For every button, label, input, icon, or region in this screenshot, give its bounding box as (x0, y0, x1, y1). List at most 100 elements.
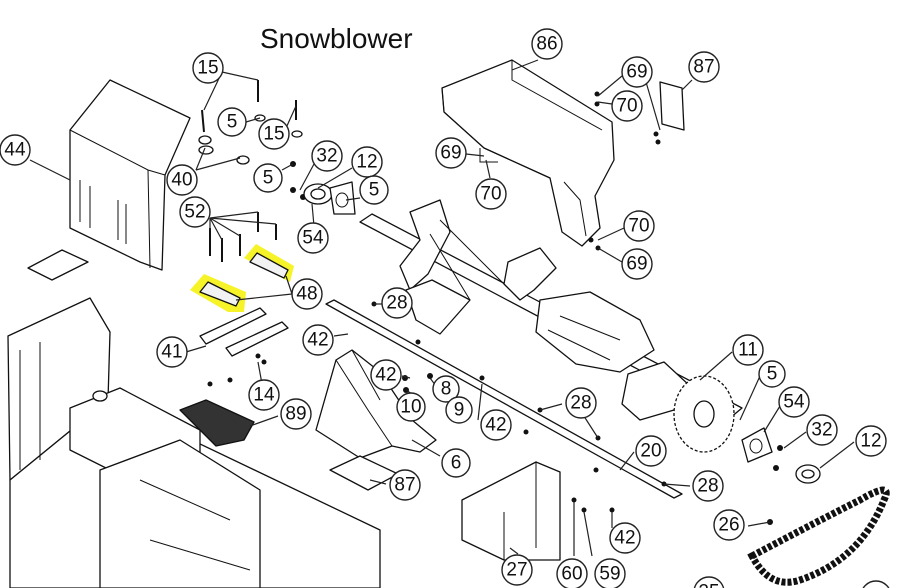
callout-42b[interactable]: 42 (370, 359, 402, 391)
callout-32b[interactable]: 32 (806, 414, 838, 446)
callout-27[interactable]: 27 (501, 554, 533, 586)
part-bracket-6 (315, 349, 437, 459)
part-small-hardware (207, 301, 667, 513)
part-auger-assembly (359, 199, 743, 421)
part-lower-bearing (741, 427, 821, 525)
callout-69a[interactable]: 69 (621, 56, 653, 88)
callout-52[interactable]: 52 (179, 196, 211, 228)
callout-label: 5 (369, 180, 380, 201)
callout-87b[interactable]: 87 (389, 469, 421, 501)
callout-32a[interactable]: 32 (311, 140, 343, 172)
callout-42c[interactable]: 42 (480, 409, 512, 441)
callout-label: 6 (451, 453, 462, 474)
callout-12a[interactable]: 12 (351, 146, 383, 178)
callout-40[interactable]: 40 (166, 164, 198, 196)
part-plate-87-lower (329, 455, 399, 491)
callout-70c[interactable]: 70 (623, 210, 655, 242)
callout-label: 11 (738, 340, 758, 361)
part-cover-panel (69, 79, 191, 271)
callout-11[interactable]: 11 (732, 334, 764, 366)
callout-label: 86 (536, 34, 557, 55)
callout-label: 70 (628, 216, 649, 237)
callout-label: 69 (626, 62, 647, 83)
diagram-title: Snowblower (260, 23, 413, 54)
callout-label: 69 (626, 254, 647, 275)
callout-label: 87 (693, 57, 714, 78)
callout-10[interactable]: 10 (396, 392, 426, 422)
callout-label: 42 (614, 528, 635, 549)
callout-60[interactable]: 60 (556, 558, 588, 588)
part-long-rod (325, 299, 683, 499)
callout-5c[interactable]: 5 (359, 175, 389, 205)
callout-5b[interactable]: 5 (253, 163, 283, 193)
callout-label: 5 (263, 168, 274, 189)
callout-label: 26 (718, 515, 739, 536)
callout-86[interactable]: 86 (531, 28, 563, 60)
part-48-blocks (190, 244, 294, 312)
callout-14[interactable]: 14 (248, 379, 280, 411)
callout-59[interactable]: 59 (594, 558, 626, 588)
callout-44[interactable]: 44 (0, 134, 31, 166)
callout-label: 15 (263, 124, 284, 145)
part-plate-87 (659, 81, 685, 131)
callout-label: 41 (161, 342, 182, 363)
callout-label: 27 (506, 560, 527, 581)
callout-9[interactable]: 9 (445, 396, 473, 424)
callout-12b[interactable]: 12 (855, 425, 887, 457)
part-side-plate-27 (461, 461, 561, 561)
callout-6[interactable]: 6 (441, 448, 471, 478)
callout-label: 28 (386, 293, 407, 314)
callout-25[interactable]: 25 (693, 576, 725, 588)
callout-15a[interactable]: 15 (192, 52, 224, 84)
callout-5a[interactable]: 5 (217, 107, 247, 137)
callout-48[interactable]: 48 (291, 278, 323, 310)
callout-label: 28 (697, 476, 718, 497)
callout-69b[interactable]: 69 (435, 137, 467, 169)
callout-label: 28 (570, 393, 591, 414)
callout-8[interactable]: 8 (432, 375, 460, 403)
callout-label: 14 (253, 385, 275, 406)
callout-15b[interactable]: 15 (258, 118, 290, 150)
callout-label: 59 (599, 564, 620, 585)
callout-54b[interactable]: 54 (778, 386, 810, 418)
part-fastener-column (198, 80, 306, 200)
callout-label: 87 (394, 475, 415, 496)
callout-label: 8 (441, 379, 452, 400)
callout-label: 32 (811, 420, 832, 441)
callout-42a[interactable]: 42 (302, 324, 334, 356)
callout-label: 52 (184, 202, 205, 223)
callout-28b[interactable]: 28 (565, 387, 597, 419)
callout-5d[interactable]: 5 (758, 360, 786, 388)
callout-label: 69 (440, 143, 461, 164)
callout-label: 30 (865, 586, 886, 588)
callout-label: 89 (285, 404, 306, 425)
part-decal (179, 399, 255, 447)
callout-70a[interactable]: 70 (611, 90, 643, 122)
callout-42d[interactable]: 42 (609, 522, 641, 554)
callout-label: 25 (698, 582, 719, 588)
callout-20[interactable]: 20 (635, 435, 667, 467)
callout-label: 60 (561, 564, 582, 585)
callout-87a[interactable]: 87 (688, 51, 720, 83)
callout-30[interactable]: 30 (861, 580, 891, 588)
callout-69c[interactable]: 69 (621, 248, 653, 280)
callout-label: 20 (640, 441, 661, 462)
callout-label: 42 (485, 415, 506, 436)
callout-label: 5 (227, 112, 238, 133)
callout-41[interactable]: 41 (156, 336, 188, 368)
callout-89[interactable]: 89 (280, 398, 312, 430)
callout-label: 54 (783, 392, 805, 413)
part-sprocket (673, 375, 735, 453)
callout-28c[interactable]: 28 (692, 470, 724, 502)
part-floor-plate (27, 249, 89, 281)
callout-54a[interactable]: 54 (297, 222, 329, 254)
callout-label: 42 (307, 330, 328, 351)
part-rails-41 (199, 307, 289, 357)
callout-label: 54 (302, 228, 324, 249)
callout-label: 5 (767, 364, 778, 385)
callout-28a[interactable]: 28 (381, 287, 413, 319)
callout-label: 70 (616, 96, 637, 117)
callout-70b[interactable]: 70 (475, 178, 507, 210)
callout-26[interactable]: 26 (713, 509, 745, 541)
callout-label: 32 (316, 146, 337, 167)
